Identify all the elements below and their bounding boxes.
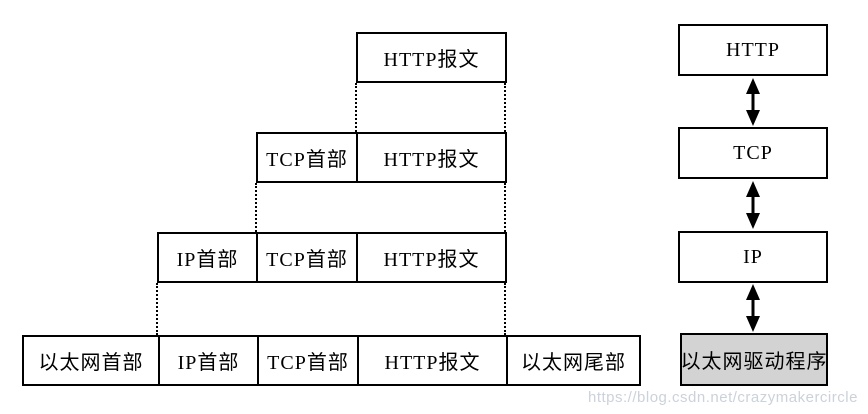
encap-cell-http-message: HTTP报文 (356, 132, 507, 183)
stack-layer-http: HTTP (678, 24, 828, 76)
double-arrow-icon (746, 284, 760, 332)
encap-cell-http-message: HTTP报文 (357, 335, 508, 386)
encap-cell-http-message: HTTP报文 (356, 232, 507, 283)
double-arrow-icon (746, 78, 760, 126)
dotted-connector (355, 83, 357, 132)
encap-cell-tcp-header: TCP首部 (256, 232, 358, 283)
stack-layer-tcp: TCP (678, 127, 828, 179)
encap-cell-tcp-header: TCP首部 (256, 132, 358, 183)
encap-cell-ethernet-trailer: 以太网尾部 (506, 335, 641, 386)
dotted-connector (156, 283, 158, 335)
encap-cell-ip-header: IP首部 (158, 335, 259, 386)
dotted-connector (504, 183, 506, 232)
dotted-connector (504, 283, 506, 335)
dotted-connector (255, 183, 257, 232)
encap-cell-tcp-header: TCP首部 (257, 335, 359, 386)
dotted-connector (504, 83, 506, 132)
encap-cell-http-message: HTTP报文 (356, 32, 507, 83)
encap-cell-ip-header: IP首部 (157, 232, 258, 283)
stack-layer-ip: IP (678, 231, 828, 283)
encap-cell-ethernet-header: 以太网首部 (22, 335, 160, 386)
stack-layer-ethernet-driver: 以太网驱动程序 (680, 333, 828, 386)
double-arrow-icon (746, 181, 760, 229)
watermark-text: https://blog.csdn.net/crazymakercircle (588, 389, 858, 406)
